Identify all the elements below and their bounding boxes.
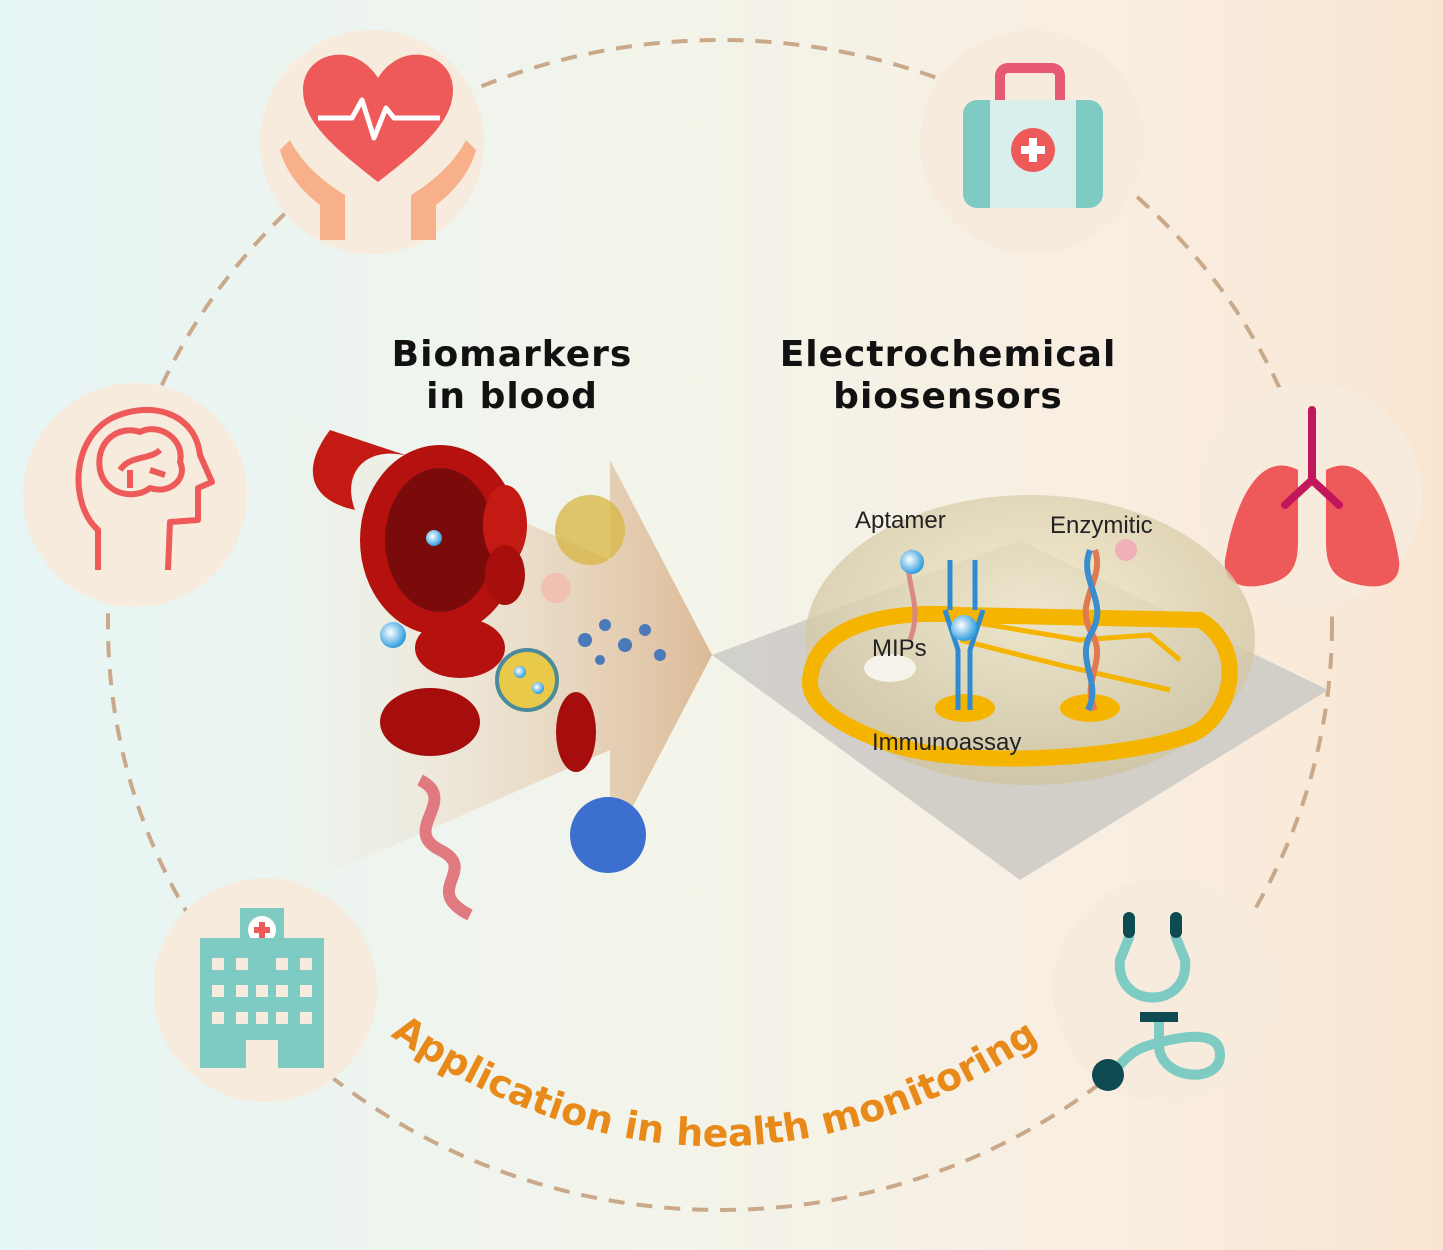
biomarker-molecules <box>495 495 666 873</box>
blood-vessel-illustration <box>312 430 596 921</box>
biomarkers-title-line2: in blood <box>426 376 598 417</box>
application-arc-textpath: Application in health monitoring <box>385 1006 1044 1155</box>
dashed-cycle-ring <box>106 38 1334 1212</box>
label-immunoassay: Immunoassay <box>872 729 1021 756</box>
application-arc-text: Application in health monitoring <box>385 1006 1044 1155</box>
brain-head-icon <box>75 407 215 571</box>
label-enzymatic: Enzymitic <box>1050 512 1153 539</box>
stethoscope-icon <box>1092 912 1226 1091</box>
biomarkers-title-line1: Biomarkers <box>392 334 633 375</box>
sensors-title-line2: biosensors <box>833 376 1063 417</box>
medical-kit-icon <box>963 63 1103 208</box>
biosensor-illustration <box>712 495 1328 880</box>
heart-care-icon <box>280 54 476 240</box>
sensors-title-line1: Electrochemical <box>780 334 1117 375</box>
label-mips: MIPs <box>872 635 927 662</box>
lungs-icon <box>1224 406 1400 587</box>
label-aptamer: Aptamer <box>855 507 946 534</box>
hospital-icon <box>200 908 324 1068</box>
